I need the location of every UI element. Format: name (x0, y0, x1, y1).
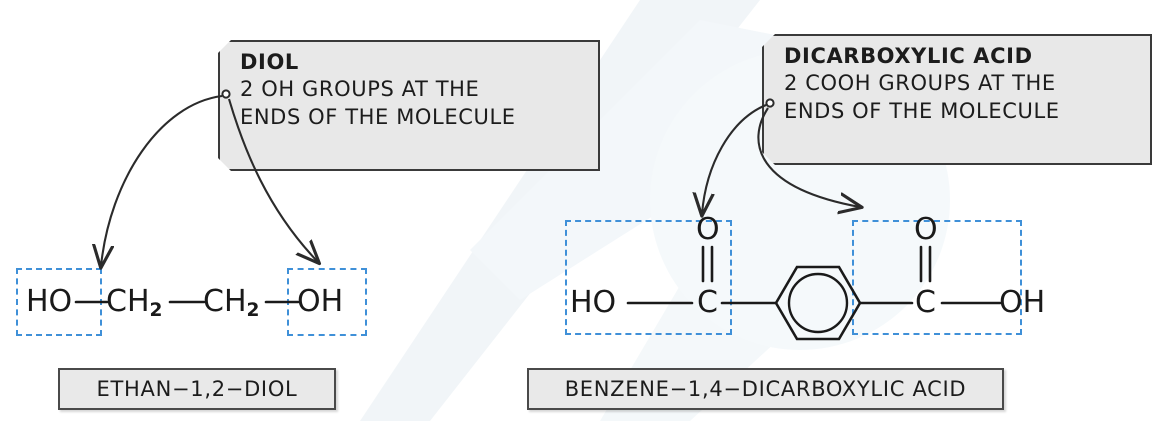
arrow-diol-to-left-oh (101, 94, 223, 266)
caption-benzene-dicarboxylic-acid-text: BENZENE−1,4−DICARBOXYLIC ACID (564, 377, 967, 401)
caption-ethane-diol-text: ETHAN−1,2−DIOL (96, 377, 298, 401)
callout-dicarboxylic-acid: DICARBOXYLIC ACID 2 COOH GROUPS AT THE E… (762, 34, 1152, 165)
caption-benzene-dicarboxylic-acid: BENZENE−1,4−DICARBOXYLIC ACID (527, 368, 1004, 410)
caption-ethane-diol: ETHAN−1,2−DIOL (58, 368, 336, 410)
atom-label-ho-acid-left: HO (570, 285, 617, 320)
atom-label-carbon-right: C (915, 285, 936, 320)
atom-label-oh-acid-right: OH (999, 285, 1046, 320)
atom-label-oh-right: OH (297, 284, 344, 319)
callout-acid-line-2: ENDS OF THE MOLECULE (784, 98, 1060, 123)
callout-diol-title: DIOL (240, 50, 299, 74)
atom-label-oxygen-right: O (914, 212, 938, 247)
atom-label-ho-left: HO (26, 284, 73, 319)
callout-diol-line-2: ENDS OF THE MOLECULE (240, 104, 516, 129)
callout-diol: DIOL 2 OH GROUPS AT THE ENDS OF THE MOLE… (218, 40, 600, 171)
callout-diol-line-1: 2 OH GROUPS AT THE (240, 76, 480, 101)
callout-acid-title: DICARBOXYLIC ACID (784, 44, 1033, 68)
atom-label-carbon-left: C (697, 285, 718, 320)
arrow-acid-to-left-cooh (702, 104, 767, 214)
callout-acid-line-1: 2 COOH GROUPS AT THE (784, 70, 1056, 95)
atom-label-ch2-first: CH2 (106, 284, 163, 322)
atom-label-ch2-second: CH2 (203, 284, 260, 322)
highlight-box-left-cooh (565, 220, 732, 335)
atom-label-oxygen-left: O (696, 212, 720, 247)
